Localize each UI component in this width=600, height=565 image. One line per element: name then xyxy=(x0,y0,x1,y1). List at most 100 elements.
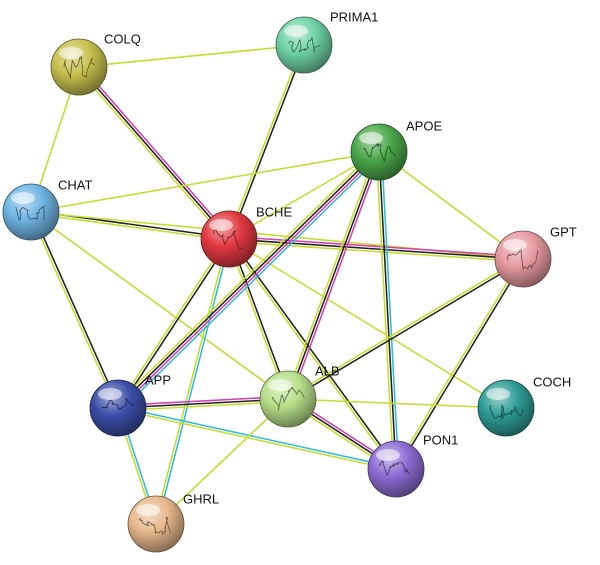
node-pon1[interactable]: PON1 xyxy=(367,432,458,498)
node-sphere xyxy=(127,495,185,553)
edge-alb-coch[interactable] xyxy=(287,398,507,409)
edge-evidence-textmining xyxy=(117,400,289,412)
edge-apoe-app[interactable] xyxy=(114,148,383,412)
edge-evidence-textmining xyxy=(153,237,229,525)
edge-evidence-experiments xyxy=(80,64,232,239)
edge-evidence-textmining xyxy=(155,398,289,525)
edge-evidence-textmining xyxy=(29,211,118,410)
edge-evidence-textmining xyxy=(228,151,380,240)
sphere-highlight xyxy=(503,239,527,251)
edge-prima1-bche[interactable] xyxy=(227,43,306,241)
edge-evidence-coexpression xyxy=(287,259,525,401)
edge-apoe-gpt[interactable] xyxy=(378,151,524,260)
edge-evidence-textmining xyxy=(114,148,378,406)
edge-evidence-textmining xyxy=(76,67,228,242)
protein-structure-icon xyxy=(379,460,411,476)
node-coch[interactable]: COCH xyxy=(477,374,571,437)
edge-chat-alb[interactable] xyxy=(30,211,289,400)
edge-evidence-textmining xyxy=(287,398,507,409)
edge-evidence-textmining xyxy=(30,212,230,242)
edge-evidence-coexpression xyxy=(118,238,231,410)
node-colq[interactable]: COLQ xyxy=(50,31,141,96)
protein-structure-icon xyxy=(63,55,95,79)
node-label: GPT xyxy=(550,224,577,239)
node-sphere xyxy=(89,379,147,437)
sphere-highlight xyxy=(376,449,400,461)
node-bche[interactable]: BCHE xyxy=(200,204,292,268)
edge-evidence-textmining xyxy=(284,150,378,399)
protein-structure-icon xyxy=(489,404,524,420)
edge-evidence-coexpression xyxy=(378,151,397,470)
node-alb[interactable]: ALB xyxy=(259,363,340,428)
node-chat[interactable]: CHAT xyxy=(2,177,92,241)
edge-bche-ghrl[interactable] xyxy=(153,237,232,526)
edge-evidence-experiments xyxy=(289,152,383,401)
edge-evidence-textmining xyxy=(78,44,305,68)
sphere-highlight xyxy=(59,47,83,59)
edge-gpt-alb[interactable] xyxy=(286,257,525,401)
edge-gpt-pon1[interactable] xyxy=(394,257,525,471)
node-label: APP xyxy=(145,372,171,387)
node-apoe[interactable]: APOE xyxy=(350,118,442,181)
edge-evidence-experiments xyxy=(228,235,524,258)
edge-colq-bche[interactable] xyxy=(76,64,232,242)
node-sphere xyxy=(275,16,333,74)
edge-bche-alb[interactable] xyxy=(227,237,290,401)
edge-bche-coch[interactable] xyxy=(228,238,507,409)
protein-structure-icon xyxy=(15,205,45,221)
node-label: APOE xyxy=(406,118,442,133)
protein-structure-icon xyxy=(102,398,134,411)
edge-evidence-databases xyxy=(156,238,232,526)
sphere-highlight xyxy=(209,219,233,231)
edge-chat-apoe[interactable] xyxy=(30,151,380,213)
protein-structure-icon xyxy=(363,143,397,162)
edge-evidence-textmining xyxy=(30,151,380,213)
edge-evidence-textmining xyxy=(116,237,229,409)
edge-evidence-textmining xyxy=(116,408,397,472)
protein-structure-icon xyxy=(138,516,171,535)
node-label: PON1 xyxy=(423,432,458,447)
edge-evidence-textmining xyxy=(375,151,395,470)
protein-structure-icon xyxy=(213,228,244,250)
node-label: PRIMA1 xyxy=(330,9,378,24)
sphere-highlight xyxy=(98,388,122,400)
edge-evidence-textmining xyxy=(228,238,507,409)
edge-evidence-databases xyxy=(119,154,383,412)
edge-apoe-alb[interactable] xyxy=(284,150,383,401)
protein-structure-icon xyxy=(507,248,539,271)
protein-structure-icon xyxy=(288,36,321,53)
edge-chat-app[interactable] xyxy=(29,210,120,410)
node-label: COLQ xyxy=(104,31,141,46)
edge-app-pon1[interactable] xyxy=(116,405,398,472)
sphere-highlight xyxy=(359,132,383,144)
edge-apoe-pon1[interactable] xyxy=(375,151,400,470)
node-app[interactable]: APP xyxy=(89,372,171,437)
edge-evidence-textmining xyxy=(227,43,304,240)
edge-evidence-coexpression xyxy=(228,238,524,260)
node-ghrl[interactable]: GHRL xyxy=(127,491,219,553)
sphere-highlight xyxy=(136,504,160,516)
node-label: GHRL xyxy=(183,491,219,506)
node-label: BCHE xyxy=(256,204,292,219)
edge-evidence-coexpression xyxy=(229,237,290,400)
edge-evidence-textmining xyxy=(394,257,523,470)
edge-bche-apoe[interactable] xyxy=(228,151,380,240)
node-label: CHAT xyxy=(58,177,92,192)
node-gpt[interactable]: GPT xyxy=(494,224,577,288)
node-sphere xyxy=(367,440,425,498)
node-sphere xyxy=(2,183,60,241)
node-sphere xyxy=(50,38,108,96)
node-label: COCH xyxy=(533,374,571,389)
edge-evidence-coexpression xyxy=(78,66,230,240)
node-sphere xyxy=(477,379,535,437)
edge-bche-app[interactable] xyxy=(116,237,231,410)
sphere-highlight xyxy=(268,379,292,391)
edge-evidence-textmining xyxy=(378,151,524,260)
edge-colq-prima1[interactable] xyxy=(78,44,305,68)
sphere-highlight xyxy=(284,25,308,37)
edge-alb-ghrl[interactable] xyxy=(155,398,289,525)
node-prima1[interactable]: PRIMA1 xyxy=(275,9,378,74)
edge-evidence-databases xyxy=(117,405,398,469)
node-sphere xyxy=(494,230,552,288)
